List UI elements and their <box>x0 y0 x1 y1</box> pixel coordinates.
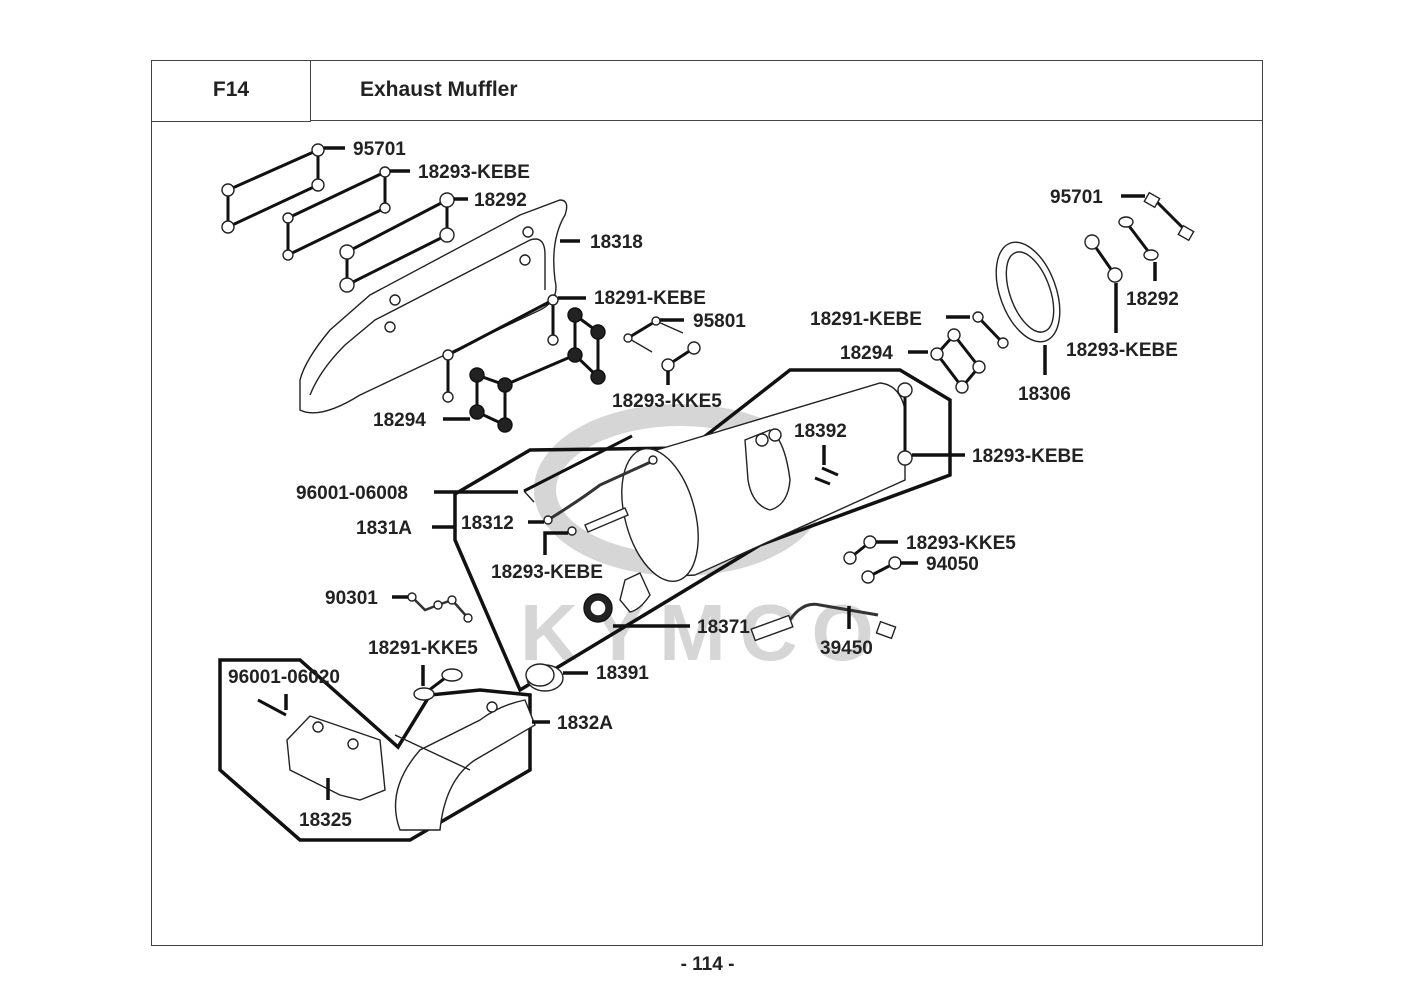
bolt-set-95701-right <box>1143 191 1195 242</box>
callouts: 95701 18293-KEBE 18292 18318 18291-KEBE … <box>228 139 1179 831</box>
heat-guard-18325 <box>286 715 386 801</box>
bolt-set-95701 <box>221 143 325 234</box>
heat-shield-inner-edge <box>309 238 546 396</box>
exhaust-pipe-1832a <box>394 699 536 831</box>
page-number: - 114 - <box>680 954 735 975</box>
part-label-p8: 18294 <box>373 410 426 431</box>
rubber-mount-set-18294 <box>469 307 606 433</box>
part-label-p7: 18293-KKE5 <box>612 391 722 412</box>
heat-shield-grommet <box>389 294 401 306</box>
part-label-p28: 96001-06020 <box>228 667 340 688</box>
part-label-p21: 18293-KKE5 <box>906 533 1016 554</box>
heat-shield-grommet <box>519 254 531 266</box>
heat-shield-grommet <box>384 321 396 333</box>
part-label-p14: 18306 <box>1018 384 1071 405</box>
muffler-outlet <box>619 572 651 613</box>
part-label-p5: 18291-KEBE <box>594 288 706 309</box>
clamp-18371 <box>583 593 613 623</box>
part-label-p6: 95801 <box>693 311 746 332</box>
washer-set-18292 <box>339 192 455 293</box>
sensor-39450 <box>750 602 897 642</box>
grommet-set-18291-kebe-right <box>972 311 1009 349</box>
washer-set-18293-kke5 <box>661 341 701 372</box>
part-label-p16: 18293-KEBE <box>972 446 1084 467</box>
part-label-p17: 96001-06008 <box>296 483 408 504</box>
part-label-p3: 18292 <box>474 190 527 211</box>
part-label-p13: 18294 <box>840 343 893 364</box>
nut-18293-kebe-muffler <box>567 526 577 536</box>
nut-set-94050 <box>861 556 902 584</box>
washer-set-18294-right <box>930 328 986 394</box>
washer-set-18292-right <box>1118 216 1159 261</box>
heat-guard-body <box>286 715 386 801</box>
heat-shield-18318 <box>299 199 568 414</box>
diagram-frame <box>151 60 1263 946</box>
part-label-p20: 18293-KEBE <box>491 562 603 583</box>
muffler-body-1831a <box>584 382 906 613</box>
part-label-p2: 18293-KEBE <box>418 162 530 183</box>
gasket-18391 <box>525 663 564 692</box>
grommet-pair-18293-kebe-muffler <box>897 382 913 466</box>
part-label-p18: 1831A <box>356 518 412 539</box>
part-label-p24: 18371 <box>697 617 750 638</box>
bolt-set-95801 <box>623 316 684 353</box>
exhaust-pipe-body <box>394 699 536 831</box>
muffler-strap <box>584 507 629 533</box>
end-cap-18306 <box>995 241 1061 343</box>
bolt-set-18293-kebe <box>282 166 391 261</box>
part-label-p10: 18292 <box>1126 289 1179 310</box>
muffler-bracket <box>744 429 791 511</box>
part-label-p11: 18291-KEBE <box>810 309 922 330</box>
grommet-set-18291-kebe <box>442 294 559 403</box>
muffler-group-outline <box>453 368 952 693</box>
gasket-set-18291-kke5 <box>413 668 463 701</box>
part-label-p4: 18318 <box>590 232 643 253</box>
part-label-p1: 95701 <box>353 139 406 160</box>
grommet-set-18293-kebe-right <box>1084 234 1123 283</box>
section-code-cell <box>151 60 311 122</box>
cable-18312 <box>543 455 658 525</box>
bolt-96001-06008 <box>523 434 633 503</box>
part-label-p27: 18391 <box>596 663 649 684</box>
bolt-96001-06020 <box>257 698 287 717</box>
part-label-p29: 1832A <box>557 713 613 734</box>
section-code: F14 <box>212 78 250 101</box>
part-label-p15: 18392 <box>794 421 847 442</box>
part-label-p9: 95701 <box>1050 187 1103 208</box>
muffler-end-face <box>621 447 699 583</box>
part-label-p26: 18291-KKE5 <box>368 638 478 659</box>
part-label-p19: 18312 <box>461 513 514 534</box>
end-cap-inner <box>1005 251 1055 333</box>
header-divider <box>311 120 1263 121</box>
part-label-p23: 90301 <box>325 588 378 609</box>
heat-shield-grommet <box>522 226 534 238</box>
page-title: Exhaust Muffler <box>360 78 518 101</box>
part-label-p30: 18325 <box>299 810 352 831</box>
washer-set-18293-kke5-lower <box>843 535 877 565</box>
part-label-p12: 18293-KEBE <box>1066 340 1178 361</box>
part-label-p25: 39450 <box>820 638 873 659</box>
pipe-group-outline <box>218 658 532 842</box>
clip-set-90301 <box>407 592 473 623</box>
part-label-p22: 94050 <box>926 554 979 575</box>
